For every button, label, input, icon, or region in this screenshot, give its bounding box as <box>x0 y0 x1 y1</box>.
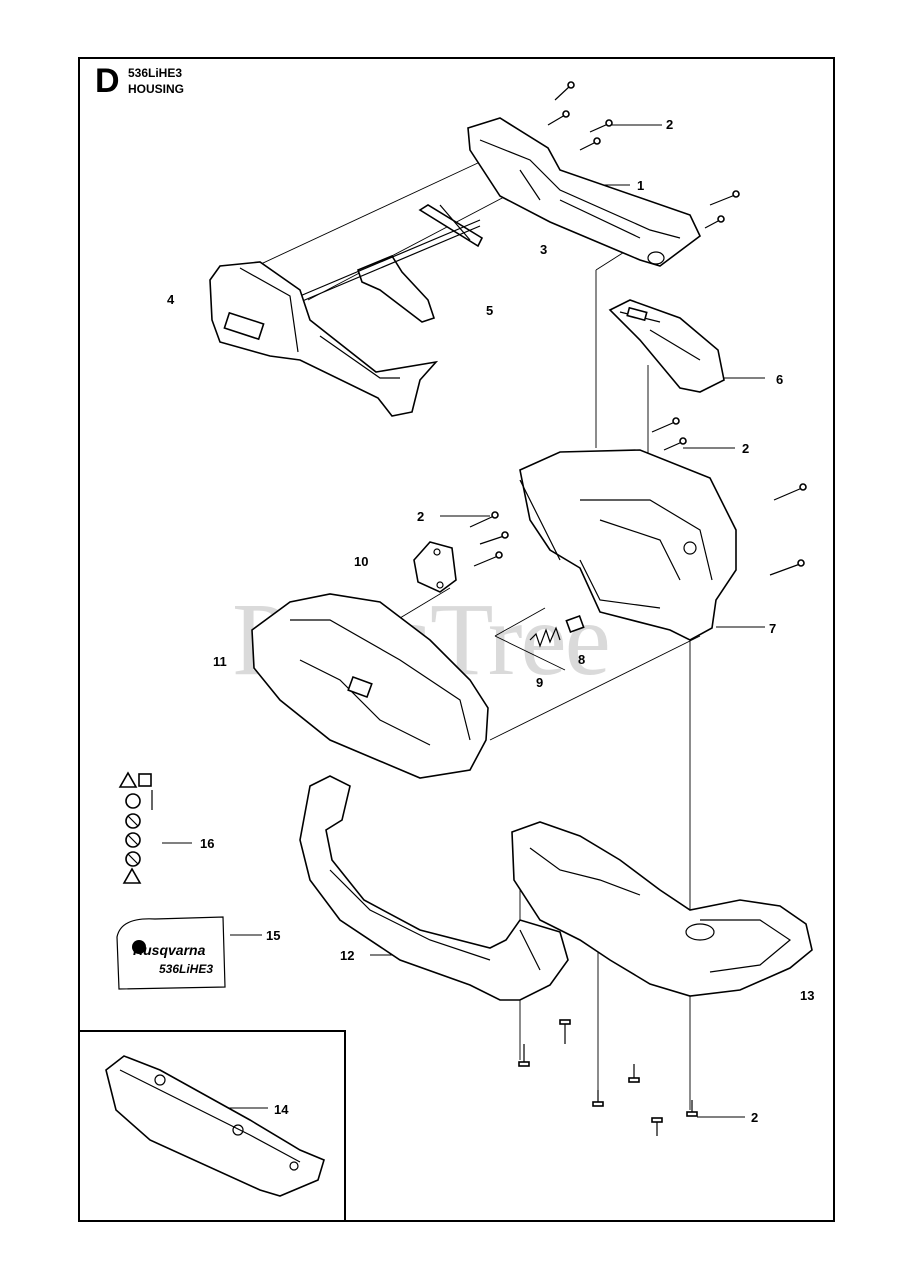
screws-middle <box>469 417 807 576</box>
screws-top <box>547 81 740 229</box>
callout-8: 8 <box>578 652 586 667</box>
callout-2: 2 <box>417 509 425 524</box>
rear-handle <box>209 261 439 417</box>
lower-housing-inset <box>105 1055 325 1197</box>
decal-model-name: 536LiHE3 <box>159 962 214 976</box>
section-letter: D <box>95 62 120 100</box>
callout-6: 6 <box>776 372 784 387</box>
hand-guard-loop <box>299 775 569 1001</box>
callout-10: 10 <box>354 554 369 569</box>
inset-frame <box>78 1030 346 1222</box>
callout-15: 15 <box>266 928 281 943</box>
page-title: HOUSING <box>128 82 185 96</box>
callout-3: 3 <box>540 242 548 257</box>
leader-lines <box>162 124 765 1118</box>
lower-handle <box>511 821 813 997</box>
top-cover <box>608 299 725 393</box>
main-housing <box>519 449 737 641</box>
warning-label-icons <box>118 771 153 884</box>
callout-1: 1 <box>637 178 645 193</box>
decal-brand-name: Husqvarna <box>133 942 206 958</box>
callout-16: 16 <box>200 836 215 851</box>
trigger-assembly <box>299 204 484 323</box>
screws-bottom <box>518 1019 698 1136</box>
spring-and-contact <box>529 614 585 648</box>
callout-9: 9 <box>536 675 544 690</box>
model-name: 536LiHE3 <box>128 66 183 80</box>
callout-4: 4 <box>167 292 175 307</box>
callout-2: 2 <box>742 441 750 456</box>
diagram-frame <box>78 57 835 1222</box>
callout-2: 2 <box>751 1110 759 1125</box>
callout-2: 2 <box>666 117 674 132</box>
mount-bracket <box>413 541 457 593</box>
callout-12: 12 <box>340 948 355 963</box>
callout-7: 7 <box>769 621 777 636</box>
callout-14: 14 <box>274 1102 289 1117</box>
callout-13: 13 <box>800 988 815 1003</box>
front-housing <box>251 593 489 779</box>
callout-5: 5 <box>486 303 494 318</box>
brand-decal <box>116 916 226 990</box>
handle-housing-top <box>467 117 702 267</box>
callout-11: 11 <box>213 654 227 669</box>
